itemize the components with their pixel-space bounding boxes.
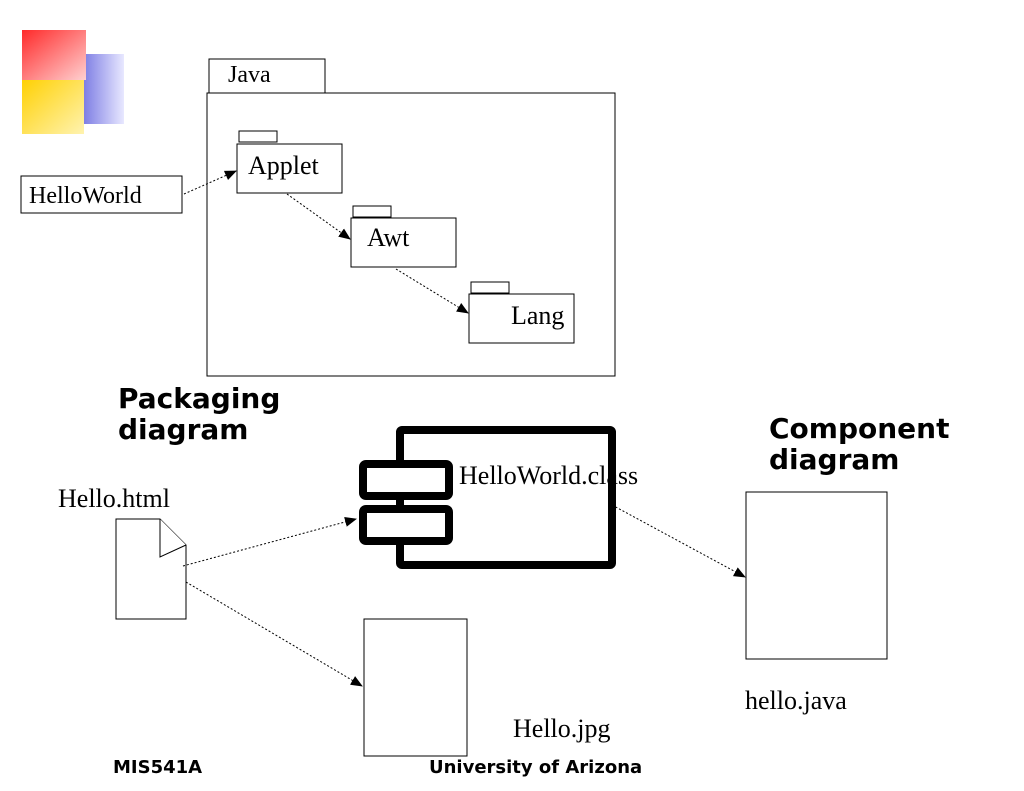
slide-footer: MIS541A University of Arizona (113, 757, 642, 778)
hello-jpg-label: Hello.jpg (513, 714, 611, 743)
hello-java-document (745, 491, 888, 660)
component-caption-line1: Component (769, 412, 949, 445)
packaging-caption-line1: Packaging (118, 382, 280, 415)
dependency-component-java (611, 504, 746, 578)
logo-red-square (22, 30, 86, 80)
helloworld-class-label: HelloWorld (29, 183, 142, 209)
component-port-bottom (359, 505, 453, 545)
hello-html-label: Hello.html (58, 484, 170, 513)
applet-package-tab (238, 130, 278, 143)
logo-yellow-square (22, 78, 84, 134)
lang-package-body (468, 293, 575, 344)
java-package-tab (208, 58, 326, 94)
hello-java-label: hello.java (745, 686, 847, 715)
lang-package-label: Lang (511, 301, 564, 330)
footer-university: University of Arizona (429, 757, 642, 778)
dependency-html-jpg (185, 581, 363, 687)
logo-squares (22, 30, 124, 134)
awt-package-tab (352, 205, 392, 218)
dependency-helloworld-applet (183, 170, 237, 195)
java-package-label: Java (228, 62, 271, 88)
footer-course-code: MIS541A (113, 757, 202, 778)
applet-package-label: Applet (248, 151, 320, 180)
hello-html-document-icon (115, 518, 187, 620)
hello-html-fold-icon (159, 519, 187, 558)
component-port-top (359, 460, 453, 500)
dependency-html-component (182, 517, 357, 567)
helloworld-class-box (20, 175, 183, 214)
applet-package-body (236, 143, 343, 194)
helloworld-component-label: HelloWorld.class (459, 461, 638, 490)
dependency-applet-awt (286, 193, 351, 240)
component-diagram: HelloWorld.class Hello.html Hello.jpg he… (58, 412, 949, 757)
packaging-caption-line2: diagram (118, 413, 248, 446)
component-caption-line2: diagram (769, 443, 899, 476)
awt-package-label: Awt (367, 223, 410, 252)
lang-package-tab (470, 281, 510, 294)
awt-package-body (350, 217, 457, 268)
packaging-diagram: Java HelloWorld Applet Awt Lang Packagin… (20, 58, 616, 446)
hello-jpg-document (363, 618, 468, 757)
